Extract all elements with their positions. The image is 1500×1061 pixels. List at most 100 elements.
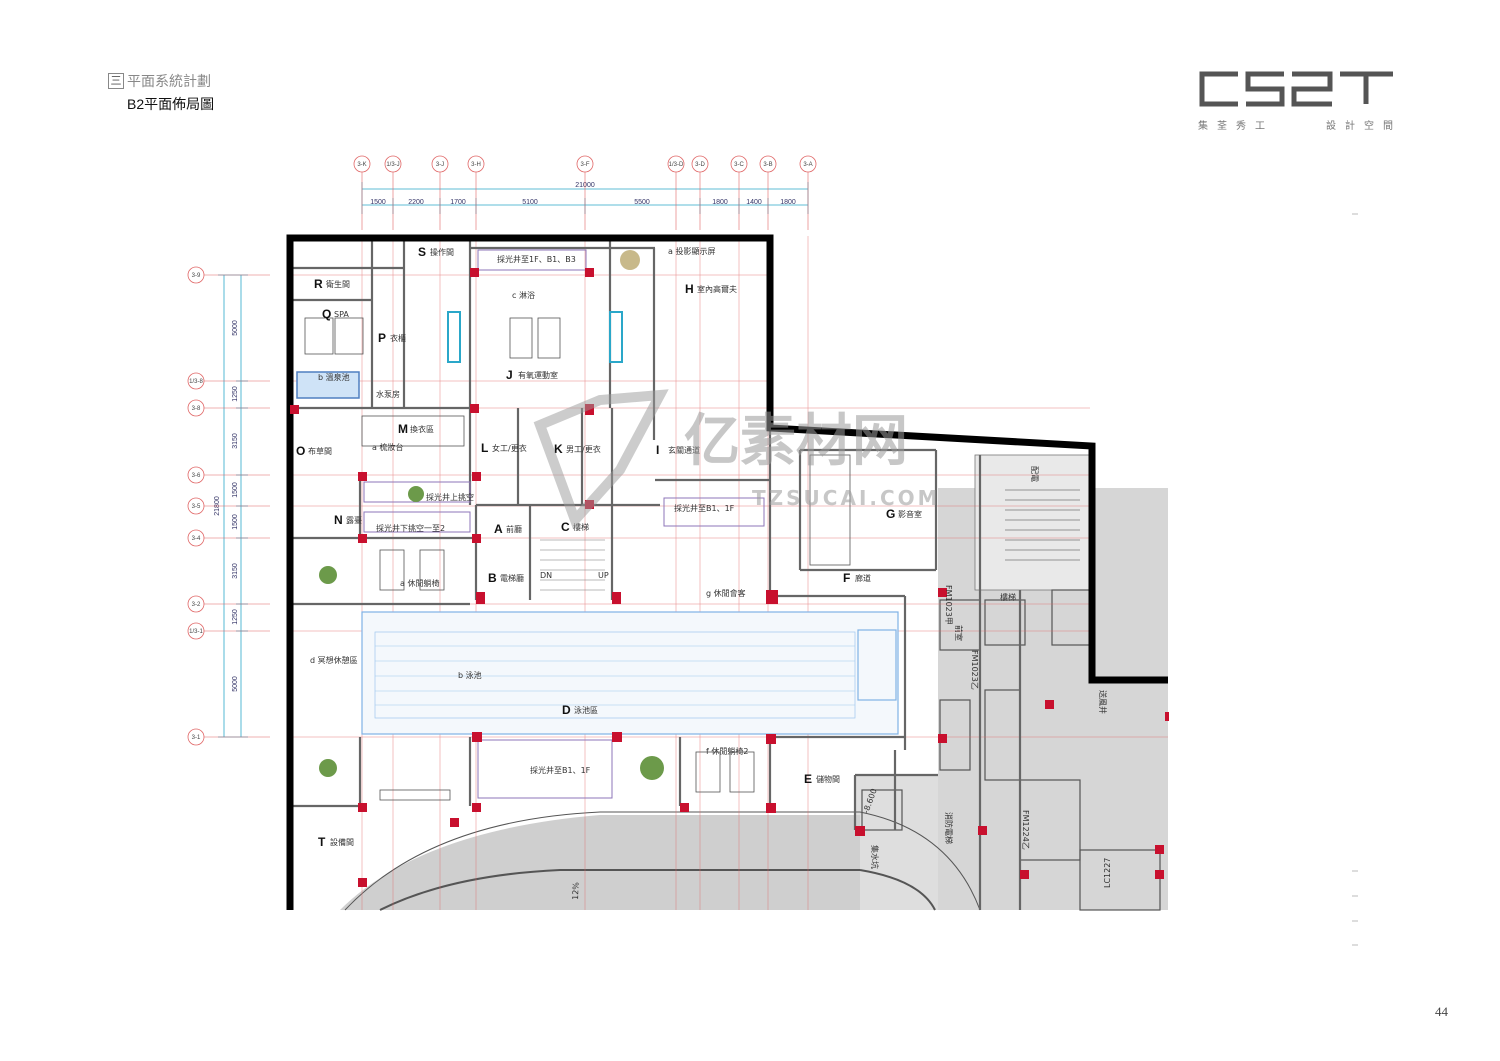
spa-pool: [296, 371, 360, 399]
top-axis-1-3-D: 1/3-D: [667, 155, 685, 230]
top-axis-label: 3-J: [436, 162, 444, 168]
top-axis-label: 1/3-D: [669, 162, 684, 168]
room-letter: O: [296, 444, 305, 458]
column: [450, 818, 459, 827]
column: [612, 592, 621, 604]
column: [290, 405, 299, 414]
top-axis-label: 3-D: [695, 162, 705, 168]
section-number-badge: 三: [108, 73, 124, 89]
top-axis-label: 3-F: [581, 162, 590, 168]
room-name: 露臺: [346, 515, 362, 525]
left-axis-3-4: 3-4: [187, 529, 270, 547]
column: [472, 803, 481, 812]
room-letter: E: [804, 772, 812, 786]
note-skylight-bottom: 採光井至B1、1F: [530, 765, 591, 775]
top-axis-label: 3-H: [471, 162, 481, 168]
top-axis-label: 3-B: [763, 162, 772, 168]
column: [358, 803, 367, 812]
plant-icon: [640, 756, 664, 780]
room-letter: N: [334, 513, 343, 527]
note-aux-elevator: 消防電梯: [944, 812, 954, 844]
room-name: SPA: [334, 310, 349, 319]
room-name: 男工/更衣: [566, 444, 601, 454]
room-name: 衣櫃: [390, 333, 406, 343]
room-letter: J: [506, 368, 513, 382]
room-letter: B: [488, 571, 497, 585]
top-axis-label: 1/3-J: [386, 162, 399, 168]
column: [358, 472, 367, 481]
left-axis-3-8: 3-8: [187, 399, 270, 417]
top-dim-seg-2: 2200: [408, 199, 424, 206]
note-aux-front-room: 前室: [954, 625, 964, 641]
note-skylight-mid: 採光井至B1、1F: [674, 503, 735, 513]
room-letter: D: [562, 703, 571, 717]
column: [680, 803, 689, 812]
top-axis-3-F: 3-F: [576, 155, 594, 230]
spa-pool-note: b 溫泉池: [318, 372, 350, 382]
plant-icon: [620, 250, 640, 270]
left-axis-label: 1/3-1: [189, 629, 203, 635]
left-axis-3-2: 3-2: [187, 595, 270, 613]
top-dim-seg-1: 1500: [370, 199, 386, 206]
stair-dn-label: DN: [540, 571, 552, 580]
top-axis-3-A: 3-A: [799, 155, 817, 230]
note-stair: 樓梯: [1000, 592, 1016, 602]
room-name: 衛生間: [326, 279, 350, 289]
left-axis-3-9: 3-9: [187, 266, 270, 284]
note-fm1: FM1023乙: [970, 650, 979, 690]
logo-subtitle-right: 設計空間: [1326, 121, 1402, 132]
note-fm3: FM1023甲: [944, 585, 953, 625]
room-name: 廊道: [855, 573, 871, 583]
column: [1155, 870, 1164, 879]
left-dim-seg-5: 1500: [232, 514, 239, 530]
top-dim-seg-8: 1800: [780, 199, 796, 206]
interior-walls: [290, 240, 1022, 910]
room-letter: G: [886, 507, 895, 521]
column: [1165, 712, 1169, 721]
note-pool-lounge: a 休閒躺椅: [400, 578, 439, 588]
top-axis-3-H: 3-H: [467, 155, 485, 230]
column: [766, 734, 776, 744]
room-name: 換衣區: [410, 424, 434, 434]
left-axis-label: 3-2: [192, 602, 201, 608]
column: [1045, 700, 1054, 709]
top-axis-3-J: 3-J: [431, 155, 449, 230]
room-name: 儲物間: [816, 774, 840, 784]
note-skylight-upper: 採光井上挑空: [426, 492, 474, 502]
room-letter: P: [378, 331, 386, 345]
room-letter: I: [656, 443, 659, 457]
left-dim-seg-8: 5000: [232, 676, 239, 692]
left-axis-label: 3-9: [192, 273, 201, 279]
top-dim-seg-6: 1800: [712, 199, 728, 206]
room-name: 泳池區: [574, 705, 598, 715]
note-rest-area: d 冥想休憩區: [310, 655, 358, 665]
note-aux-sump: 集水坑: [870, 845, 880, 869]
room-letter: Q: [322, 307, 331, 321]
column: [938, 734, 947, 743]
furniture: [304, 311, 851, 801]
top-axis-3-C: 3-C: [730, 155, 748, 230]
left-axis-3-5: 3-5: [187, 497, 270, 515]
note-projection: a 投影顯示屏: [668, 246, 715, 256]
plan-title: B2平面佈局圖: [127, 96, 215, 112]
watermark-sub: TZSUCAI.COM: [752, 486, 941, 510]
ramp-slope: 12%: [571, 882, 581, 900]
room-letter: K: [554, 442, 563, 456]
section-title: 平面系統計劃: [127, 73, 211, 89]
note-lobby: g 休閒會客: [706, 588, 746, 598]
room-letter: M: [398, 422, 408, 436]
column: [472, 534, 481, 543]
room-name: 設備間: [330, 837, 354, 847]
note-pool-lounge-2: f 休閒躺椅2: [706, 746, 748, 756]
top-dim-seg-4: 5100: [522, 199, 538, 206]
